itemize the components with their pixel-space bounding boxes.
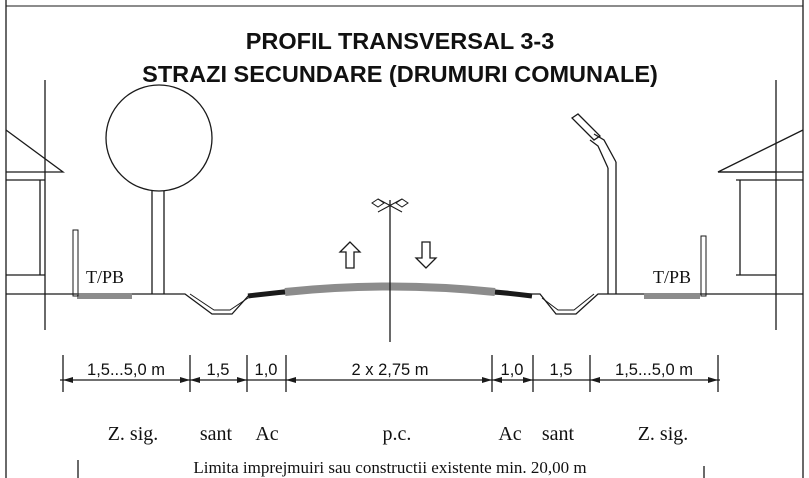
ground-right — [495, 293, 803, 315]
tpb-left-label: T/PB — [86, 267, 124, 287]
house-right-icon — [717, 129, 804, 276]
dim-shoulder-right: 1,0 — [501, 361, 524, 379]
tpb-right-label: T/PB — [653, 267, 691, 287]
dim-shoulder-left: 1,0 — [255, 361, 278, 379]
house-left-icon — [5, 129, 65, 276]
street-lamp-icon — [570, 113, 617, 294]
up-arrow-icon — [338, 241, 362, 269]
axis-marker-icon — [371, 198, 409, 213]
fence-post-right — [700, 235, 707, 297]
dim-ditch-right: 1,5 — [550, 361, 573, 379]
dim-ditch-left: 1,5 — [207, 361, 230, 379]
ditch-left-inner — [189, 293, 249, 311]
down-arrow-icon — [414, 241, 438, 269]
tree-icon — [105, 84, 213, 294]
zone-label-3: Ac — [255, 423, 278, 445]
ground-left — [6, 293, 285, 315]
zone-label-6: sant — [542, 423, 575, 445]
limit-note: Limita imprejmuiri sau constructii exist… — [193, 458, 586, 477]
dimension-line — [60, 355, 720, 392]
zone-label-1: Z. sig. — [108, 423, 159, 445]
title-line-1: PROFIL TRANSVERSAL 3-3 — [246, 28, 555, 54]
zone-label-5: Ac — [498, 423, 521, 445]
zone-label-7: Z. sig. — [638, 423, 689, 445]
zone-label-2: sant — [200, 423, 233, 445]
dim-carriageway: 2 x 2,75 m — [351, 361, 428, 379]
dim-zone-right: 1,5...5,0 m — [615, 361, 693, 379]
zone-label-4: p.c. — [383, 423, 412, 445]
title-line-2: STRAZI SECUNDARE (DRUMURI COMUNALE) — [142, 61, 658, 87]
fence-post-left — [72, 229, 79, 297]
dim-zone-left: 1,5...5,0 m — [87, 361, 165, 379]
ditch-right-inner — [541, 293, 595, 311]
